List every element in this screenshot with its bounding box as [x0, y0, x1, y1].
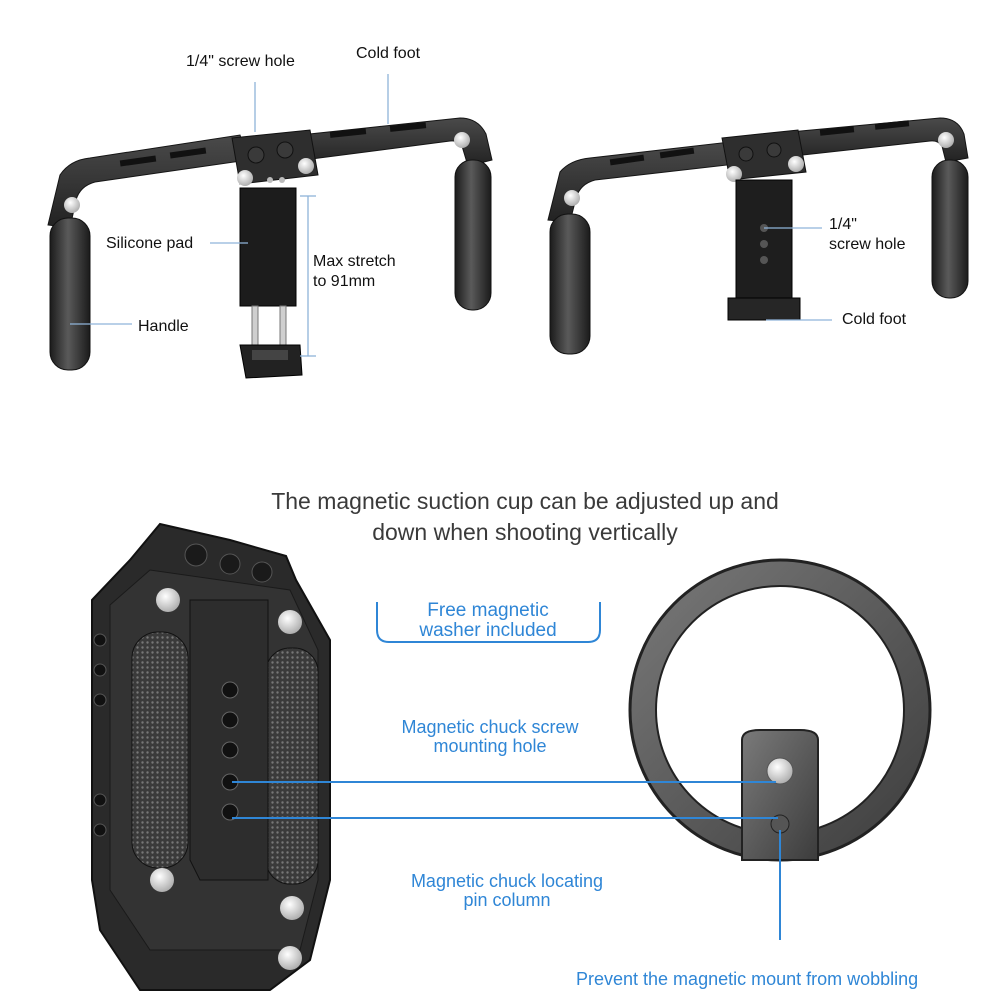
- label-max-stretch-line2: to 91mm: [313, 273, 376, 290]
- label-max-stretch-line1: Max stretch: [313, 253, 396, 270]
- label-screw-hole-right-line2: screw hole: [829, 236, 906, 253]
- label-handle: Handle: [138, 318, 189, 335]
- label-screw-mounting-hole-line1: Magnetic chuck screw: [401, 717, 579, 737]
- label-screw-hole: 1/4" screw hole: [186, 53, 295, 70]
- label-locating-pin: Magnetic chuck locating pin column: [392, 872, 622, 910]
- rig-extended: [47, 117, 493, 379]
- label-screw-hole-right-line1: 1/4": [829, 216, 857, 233]
- heading-line2: down when shooting vertically: [372, 519, 678, 546]
- label-free-washer-line1: Free magnetic: [427, 600, 549, 621]
- label-locating-pin-line2: pin column: [463, 889, 551, 910]
- label-cold-foot: Cold foot: [356, 45, 421, 62]
- label-wobble-note: Prevent the magnetic mount from wobbling: [576, 969, 919, 989]
- magnetic-washer: [628, 558, 932, 862]
- rig-compact: [547, 117, 969, 355]
- label-silicone-pad: Silicone pad: [106, 235, 194, 252]
- label-max-stretch: Max stretch to 91mm: [313, 252, 396, 292]
- label-screw-mounting-hole: Magnetic chuck screw mounting hole: [380, 718, 600, 756]
- label-screw-mounting-hole-line2: mounting hole: [433, 735, 547, 756]
- label-locating-pin-line1: Magnetic chuck locating: [410, 871, 604, 891]
- label-free-washer: Free magnetic washer included: [378, 601, 598, 641]
- label-screw-hole-right: 1/4" screw hole: [829, 215, 905, 255]
- clamp-closeup: [91, 522, 331, 991]
- label-free-washer-line2: washer included: [419, 619, 557, 641]
- heading-line1: The magnetic suction cup can be adjusted…: [271, 488, 779, 514]
- section-heading: The magnetic suction cup can be adjusted…: [200, 486, 850, 548]
- label-cold-foot-right: Cold foot: [842, 311, 907, 328]
